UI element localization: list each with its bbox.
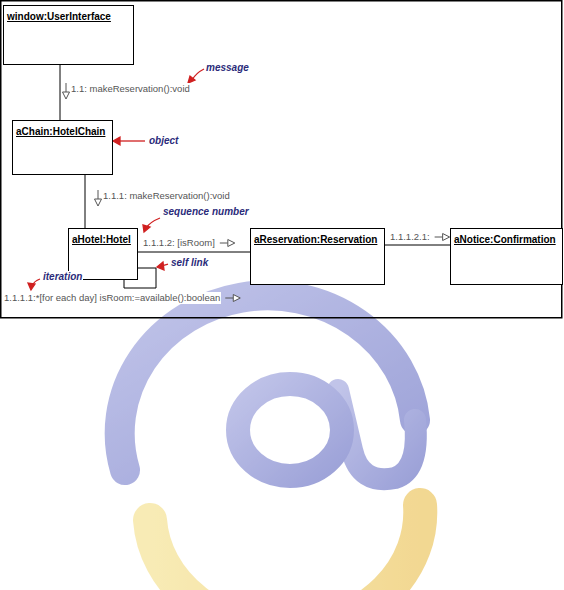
annotation-label: object — [148, 135, 179, 147]
object-link — [60, 65, 61, 120]
object-name: aChain:HotelChain — [13, 124, 105, 138]
message-arrow-shaft — [220, 243, 228, 244]
annotation-label: sequence number — [162, 206, 250, 218]
message-arrow-shaft — [225, 298, 233, 299]
object-link — [385, 245, 450, 246]
object-name: aHotel:Hotel — [69, 232, 131, 246]
annotation-label: message — [205, 62, 250, 74]
object-link — [138, 252, 250, 253]
annotation-label: iteration — [42, 271, 83, 283]
message-arrow — [443, 234, 450, 241]
message-label: 1.1: makeReservation():void — [70, 83, 191, 95]
object-name: window:UserInterface — [4, 9, 111, 23]
message-label: 1.1.1.2: [isRoom] — [142, 237, 216, 249]
object-box: window:UserInterface — [3, 5, 134, 65]
message-arrow-shaft — [435, 237, 443, 238]
object-link — [85, 175, 86, 228]
message-label: 1.1.1.1:*[for each day] isRoom:=availabl… — [3, 292, 221, 304]
object-box: aChain:HotelChain — [12, 120, 113, 175]
object-box: aNotice:Confirmation — [450, 228, 563, 285]
message-arrow — [228, 240, 235, 247]
object-name: aNotice:Confirmation — [451, 232, 556, 246]
message-label: 1.1.1: makeReservation():void — [102, 190, 231, 202]
object-name: aReservation:Reservation — [251, 232, 377, 246]
object-box: aReservation:Reservation — [250, 228, 385, 285]
message-arrow — [95, 199, 102, 206]
message-arrow — [233, 295, 240, 302]
message-arrow — [63, 92, 70, 99]
annotation-label: self link — [170, 257, 209, 269]
message-label: 1.1.1.2.1: — [389, 231, 431, 243]
